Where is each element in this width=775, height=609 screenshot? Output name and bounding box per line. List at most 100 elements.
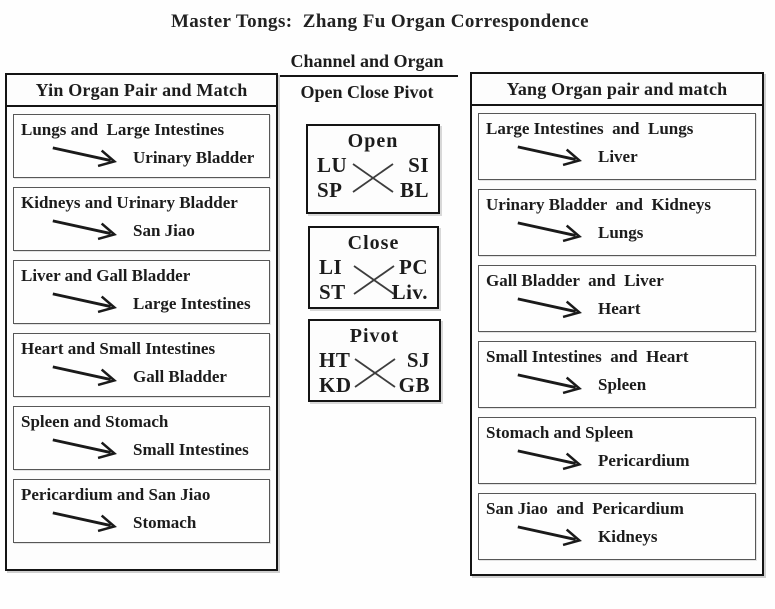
pivot-box-title: Pivot xyxy=(349,325,400,347)
pair-label: Gall Bladder and Liver xyxy=(486,271,664,290)
yang-items: Large Intestines and Lungs Liver Urinary… xyxy=(472,106,762,560)
arrow-icon xyxy=(52,365,117,387)
arrow-icon xyxy=(52,292,117,314)
open-close-pivot-label: Open Close Pivot xyxy=(300,82,434,102)
cross-icon xyxy=(352,265,395,295)
match-row: Large Intestines xyxy=(21,289,265,315)
pair-label: Urinary Bladder and Kidneys xyxy=(486,195,711,214)
open-box-grid: LU SI SP BL xyxy=(308,153,438,203)
pair-label: Lungs and Large Intestines xyxy=(21,120,225,139)
arrow-icon xyxy=(517,145,582,167)
pair-label: Heart and Small Intestines xyxy=(21,339,216,358)
abbr-row: ST Liv. xyxy=(319,280,428,305)
arrow-icon xyxy=(52,219,117,241)
match-label: Lungs xyxy=(598,223,644,242)
arrow-icon xyxy=(517,373,582,395)
match-row: Gall Bladder xyxy=(21,362,265,388)
yin-panel-header: Yin Organ Pair and Match xyxy=(7,75,276,107)
abbr-bottom-left: ST xyxy=(319,280,346,304)
pair-label: San Jiao and Pericardium xyxy=(486,499,684,518)
match-row: Liver xyxy=(486,142,751,168)
arrow-icon xyxy=(517,525,582,547)
match-label: Kidneys xyxy=(598,527,658,546)
match-row: Heart xyxy=(486,294,751,320)
abbr-bottom-right: Liv. xyxy=(391,280,428,304)
abbr-top-left: LI xyxy=(319,255,343,279)
arrow-icon xyxy=(517,297,582,319)
pair-label: Small Intestines and Heart xyxy=(486,347,689,366)
match-row: Lungs xyxy=(486,218,751,244)
organ-pair-item: Stomach and Spleen Pericardium xyxy=(478,417,756,484)
organ-pair-item: Small Intestines and Heart Spleen xyxy=(478,341,756,408)
cross-icon xyxy=(353,358,396,388)
match-label: Pericardium xyxy=(598,451,690,470)
close-box-grid: LI PC ST Liv. xyxy=(310,255,437,305)
organ-pair-item: Spleen and Stomach Small Intestines xyxy=(13,406,270,470)
arrow-icon xyxy=(517,221,582,243)
channel-organ-header: Channel and Organ Open Close Pivot xyxy=(276,51,458,103)
pair-label: Spleen and Stomach xyxy=(21,412,169,431)
organ-pair-item: Pericardium and San Jiao Stomach xyxy=(13,479,270,543)
arrow-icon xyxy=(52,146,117,168)
match-row: Kidneys xyxy=(486,522,751,548)
abbr-row: KD GB xyxy=(319,373,430,398)
pair-label: Large Intestines and Lungs xyxy=(486,119,694,138)
abbr-top-left: LU xyxy=(317,153,348,177)
match-label: Large Intestines xyxy=(133,294,251,313)
yang-panel: Yang Organ pair and match Large Intestin… xyxy=(470,72,764,576)
channel-organ-label: Channel and Organ xyxy=(276,51,458,77)
match-label: Heart xyxy=(598,299,641,318)
abbr-bottom-right: GB xyxy=(398,373,430,397)
abbr-bottom-right: BL xyxy=(399,178,429,202)
abbr-bottom-left: KD xyxy=(319,373,352,397)
pair-label: Pericardium and San Jiao xyxy=(21,485,211,504)
organ-pair-item: Liver and Gall Bladder Large Intestines xyxy=(13,260,270,324)
abbr-top-right: SJ xyxy=(406,348,430,372)
abbr-top-left: HT xyxy=(319,348,351,372)
organ-pair-item: Heart and Small Intestines Gall Bladder xyxy=(13,333,270,397)
open-box: Open LU SI SP BL xyxy=(306,124,440,214)
abbr-bottom-left: SP xyxy=(317,178,343,202)
match-row: Small Intestines xyxy=(21,435,265,461)
abbr-top-right: PC xyxy=(399,255,428,279)
pivot-box-grid: HT SJ KD GB xyxy=(310,348,439,398)
arrow-icon xyxy=(517,449,582,471)
abbr-row: SP BL xyxy=(317,178,429,203)
match-label: Spleen xyxy=(598,375,647,394)
page-title: Master Tongs: Zhang Fu Organ Corresponde… xyxy=(170,11,590,32)
abbr-row: LU SI xyxy=(317,153,429,178)
organ-pair-item: Large Intestines and Lungs Liver xyxy=(478,113,756,180)
arrow-icon xyxy=(52,438,117,460)
arrow-icon xyxy=(52,511,117,533)
match-row: Spleen xyxy=(486,370,751,396)
pair-label: Liver and Gall Bladder xyxy=(21,266,191,285)
close-box-title: Close xyxy=(347,232,400,254)
match-label: Liver xyxy=(598,147,638,166)
yin-items: Lungs and Large Intestines Urinary Bladd… xyxy=(7,107,276,543)
match-row: Pericardium xyxy=(486,446,751,472)
organ-pair-item: San Jiao and Pericardium Kidneys xyxy=(478,493,756,560)
match-row: Urinary Bladder xyxy=(21,143,265,169)
abbr-top-right: SI xyxy=(408,153,429,177)
yin-panel: Yin Organ Pair and Match Lungs and Large… xyxy=(5,73,278,571)
organ-pair-item: Gall Bladder and Liver Heart xyxy=(478,265,756,332)
pair-label: Stomach and Spleen xyxy=(486,423,634,442)
close-box: Close LI PC ST Liv. xyxy=(308,226,439,309)
open-box-title: Open xyxy=(347,130,399,152)
pair-label: Kidneys and Urinary Bladder xyxy=(21,193,238,212)
match-label: Stomach xyxy=(133,513,197,532)
organ-pair-item: Urinary Bladder and Kidneys Lungs xyxy=(478,189,756,256)
match-label: Small Intestines xyxy=(133,440,249,459)
pivot-box: Pivot HT SJ KD GB xyxy=(308,319,441,402)
match-label: San Jiao xyxy=(133,221,195,240)
abbr-row: HT SJ xyxy=(319,348,430,373)
match-row: San Jiao xyxy=(21,216,265,242)
match-label: Urinary Bladder xyxy=(133,148,255,167)
organ-pair-item: Lungs and Large Intestines Urinary Bladd… xyxy=(13,114,270,178)
match-row: Stomach xyxy=(21,508,265,534)
abbr-row: LI PC xyxy=(319,255,428,280)
yang-panel-header: Yang Organ pair and match xyxy=(472,74,762,106)
organ-pair-item: Kidneys and Urinary Bladder San Jiao xyxy=(13,187,270,251)
match-label: Gall Bladder xyxy=(133,367,227,386)
